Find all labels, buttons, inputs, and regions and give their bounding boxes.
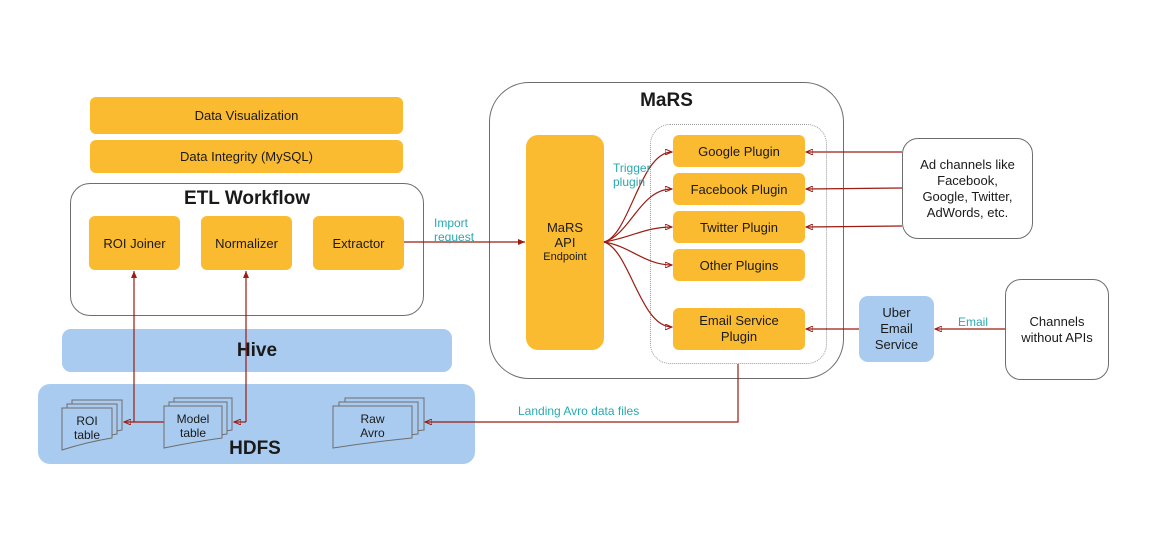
trigger-plugin-label: Trigger plugin	[613, 161, 651, 189]
data-visualization-label: Data Visualization	[194, 108, 299, 123]
roi-joiner-box: ROI Joiner	[89, 216, 180, 270]
mars-api-line3: Endpoint	[543, 251, 587, 263]
ad-to-twitter-arrow	[806, 226, 903, 227]
roi-table-icon	[61, 399, 123, 451]
ad-channels-box: Ad channels like Facebook, Google, Twitt…	[902, 138, 1033, 239]
mars-title: MaRS	[640, 90, 693, 111]
normalizer-label: Normalizer	[215, 235, 278, 251]
raw-avro-label: Raw Avro	[360, 412, 385, 440]
ad-to-facebook-arrow	[806, 188, 903, 189]
facebook-plugin-box: Facebook Plugin	[673, 173, 805, 205]
google-plugin-label: Google Plugin	[698, 143, 780, 159]
email-label: Email	[958, 315, 989, 329]
twitter-plugin-label: Twitter Plugin	[699, 219, 779, 235]
email-service-plugin-box: Email Service Plugin	[673, 308, 805, 350]
other-plugins-box: Other Plugins	[673, 249, 805, 281]
trigger-other-arrow	[603, 241, 672, 265]
hive-layer: Hive	[62, 329, 452, 372]
channels-without-apis-box: Channels without APIs	[1005, 279, 1109, 380]
mars-api-endpoint-box: MaRS API Endpoint	[526, 135, 604, 350]
uber-email-service-box: Uber Email Service	[859, 296, 934, 362]
etl-workflow-container	[70, 183, 424, 316]
normalizer-box: Normalizer	[201, 216, 292, 270]
mars-api-line1: MaRS	[546, 220, 584, 235]
uber-email-service-label: Uber Email Service	[874, 305, 919, 352]
plugins-group	[650, 124, 827, 364]
other-plugins-label: Other Plugins	[699, 257, 779, 273]
etl-workflow-title: ETL Workflow	[184, 188, 310, 209]
extractor-box: Extractor	[313, 216, 404, 270]
twitter-plugin-box: Twitter Plugin	[673, 211, 805, 243]
trigger-twitter-arrow	[603, 227, 672, 243]
raw-avro-icon	[332, 397, 425, 449]
ad-channels-label: Ad channels like Facebook, Google, Twitt…	[920, 156, 1015, 220]
hive-label: Hive	[236, 339, 278, 361]
data-integrity-box: Data Integrity (MySQL)	[90, 140, 403, 173]
trigger-email-arrow	[603, 241, 672, 327]
google-plugin-box: Google Plugin	[673, 135, 805, 167]
data-visualization-box: Data Visualization	[90, 97, 403, 134]
extractor-label: Extractor	[332, 235, 385, 251]
roi-table-label: ROI table	[73, 414, 101, 442]
model-table-label: Model table	[176, 412, 210, 440]
hdfs-label: HDFS	[229, 438, 281, 459]
mars-api-line2: API	[554, 235, 576, 250]
channels-without-apis-label: Channels without APIs	[1021, 313, 1093, 345]
email-service-plugin-label: Email Service Plugin	[699, 313, 779, 344]
mars-container	[489, 82, 844, 379]
landing-avro-label: Landing Avro data files	[518, 404, 640, 418]
import-request-label: Import request	[434, 216, 475, 244]
facebook-plugin-label: Facebook Plugin	[690, 181, 788, 197]
landing-avro-arrow	[425, 364, 739, 422]
trigger-google-arrow	[603, 152, 672, 243]
data-integrity-label: Data Integrity (MySQL)	[180, 149, 313, 164]
roi-joiner-label: ROI Joiner	[103, 235, 166, 251]
model-table-icon	[163, 397, 233, 449]
trigger-facebook-arrow	[603, 189, 672, 243]
